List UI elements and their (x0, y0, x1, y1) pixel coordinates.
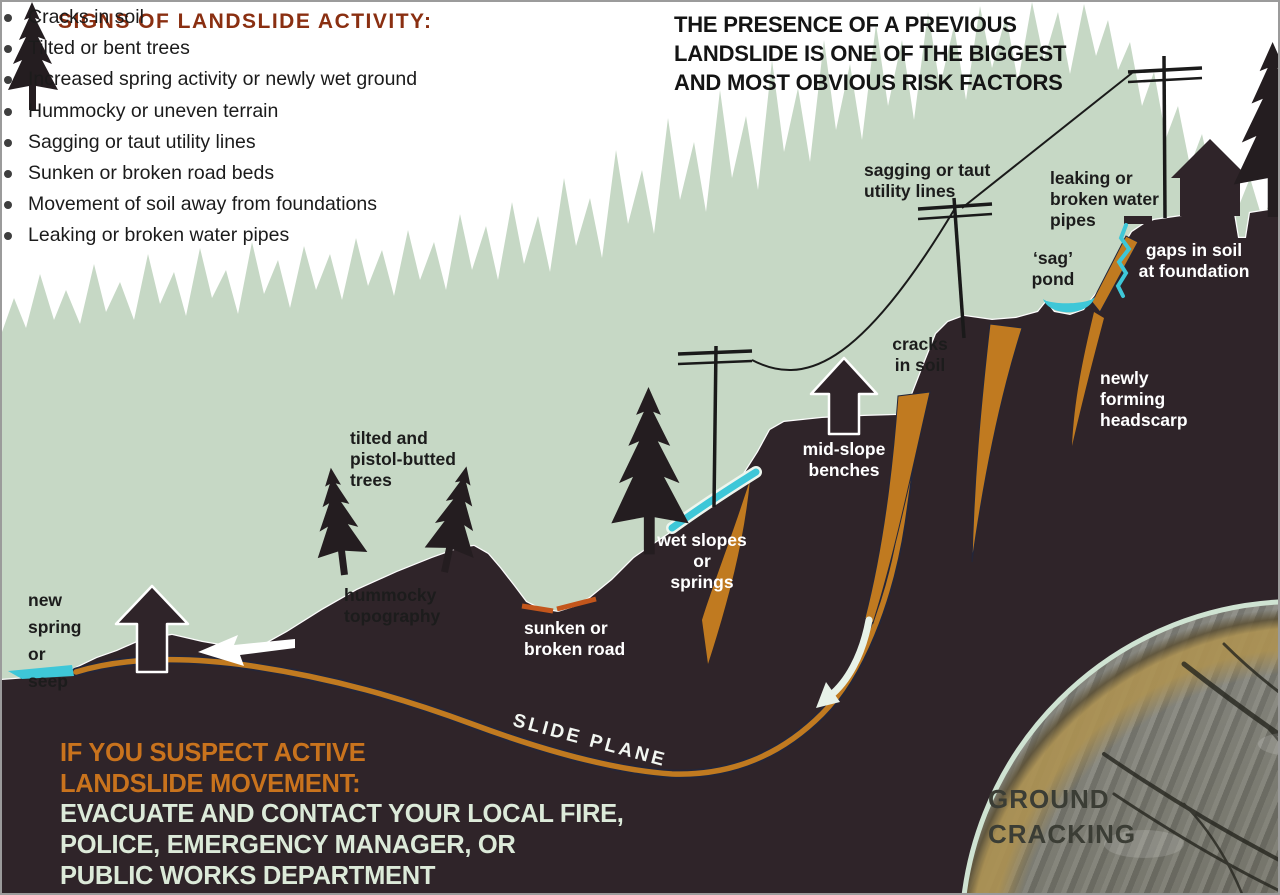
signs-list: Cracks in soil Tilted or bent trees Incr… (2, 2, 1278, 252)
toe-seep-water (8, 665, 74, 679)
list-item: Cracks in soil (2, 2, 1278, 33)
emergency-instructions: EVACUATE AND CONTACT YOUR LOCAL FIRE, PO… (60, 800, 624, 890)
leftward-movement-arrow-icon (198, 635, 295, 666)
list-item: Sunken or broken road beds (2, 158, 1278, 189)
label-tilted-trees: tilted and pistol-butted trees (350, 428, 456, 490)
sagging-wire (751, 209, 955, 371)
tension-crack-main (864, 391, 931, 624)
label-newly-forming-headscarp: newly forming headscarp (1100, 368, 1188, 430)
wet-slope-water (668, 468, 760, 532)
list-item: Sagging or taut utility lines (2, 127, 1278, 158)
house-icon (1171, 139, 1249, 216)
label-cracks-in-soil: cracks in soil (892, 334, 948, 375)
utility-pole-icon-left (677, 345, 753, 508)
utility-pole-icon-top (1127, 55, 1203, 219)
sag-pond-water (1043, 297, 1095, 313)
broken-road-segment-left (521, 603, 554, 614)
ground-cracking-photo (959, 599, 1278, 893)
up-arrow-icon-bench (809, 356, 879, 436)
label-wet-slopes-springs: wet slopes or springs (657, 530, 747, 592)
broken-road-segment-right (556, 596, 597, 612)
list-item: Increased spring activity or newly wet g… (2, 64, 1278, 95)
tree-defs (8, 2, 58, 110)
label-sagging-utility-lines: sagging or taut utility lines (864, 160, 991, 201)
photo-crack-lines (1102, 642, 1278, 893)
tension-crack-lower-taper (702, 480, 750, 664)
label-gaps-foundation: gaps in soil at foundation (1138, 240, 1250, 281)
slide-plane-curve (73, 395, 919, 777)
hillside-cross-section (2, 208, 1278, 893)
up-arrow-icon-toe (114, 584, 190, 674)
headscarp-crack-taper (1072, 312, 1104, 446)
downslope-arrow-icon-shaft (826, 616, 873, 700)
taut-wire (961, 72, 1133, 209)
leaking-pipe-water (1115, 223, 1132, 298)
label-leaking-pipes: leaking or broken water pipes (1050, 168, 1159, 230)
list-item: Leaking or broken water pipes (2, 220, 1278, 251)
tension-crack-middle (971, 323, 1023, 563)
risk-factor-note: THE PRESENCE OF A PREVIOUS LANDSLIDE IS … (674, 12, 1067, 95)
photo-caption-ground-cracking: GROUND CRACKING (988, 784, 1137, 849)
utility-pole-icon-middle (917, 197, 993, 339)
label-mid-slope-benches: mid-slope benches (802, 439, 886, 480)
list-item: Hummocky or uneven terrain (2, 96, 1278, 127)
label-sunken-broken-road: sunken or broken road (524, 618, 626, 659)
list-item: Tilted or bent trees (2, 33, 1278, 64)
label-new-spring-seep: new spring or seep (28, 590, 82, 691)
downslope-arrow-icon-head (816, 682, 840, 708)
page-title: SIGNS OF LANDSLIDE ACTIVITY: (58, 10, 433, 33)
label-sag-pond: ‘sag’ pond (1031, 248, 1075, 289)
emergency-heading: IF YOU SUSPECT ACTIVE LANDSLIDE MOVEMENT… (60, 739, 366, 798)
list-item: Movement of soil away from foundations (2, 189, 1278, 220)
label-hummocky-topography: hummocky topography (344, 585, 441, 626)
leaking-pipe-icon (1124, 216, 1152, 224)
